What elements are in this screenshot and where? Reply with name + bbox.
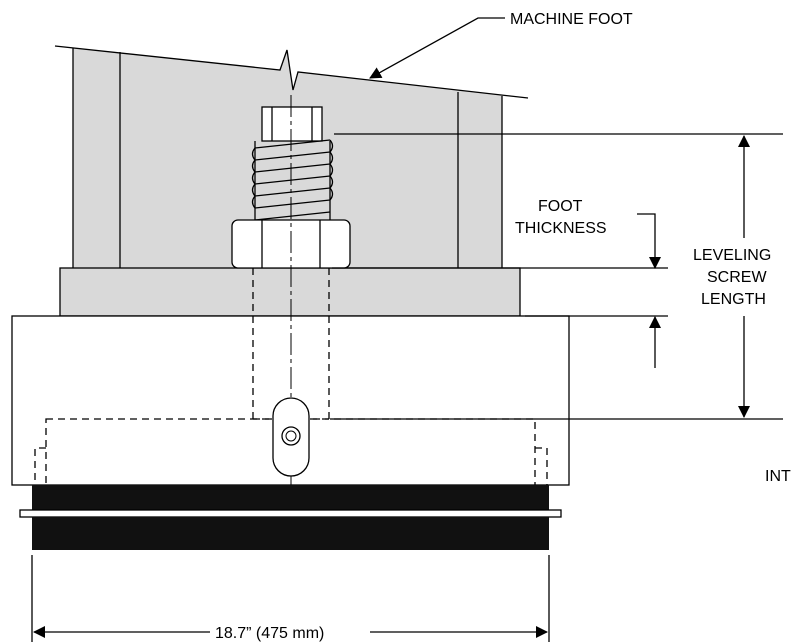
base-plate bbox=[59, 267, 521, 317]
leveling-label-line1: LEVELING bbox=[693, 247, 771, 264]
machine-foot-label: MACHINE FOOT bbox=[510, 11, 633, 28]
width-dimension bbox=[31, 555, 550, 642]
foot-thickness-label-line2: THICKNESS bbox=[515, 220, 607, 237]
leveling-screw-length-dimension bbox=[330, 133, 783, 420]
lower-pad bbox=[32, 517, 549, 550]
leveling-label-line3: LENGTH bbox=[701, 291, 766, 308]
pivot-slot bbox=[272, 397, 310, 477]
foot-thickness-label-line1: FOOT bbox=[538, 198, 583, 215]
middle-plate bbox=[19, 509, 562, 518]
width-dimension-label: 18.7” (475 mm) bbox=[215, 625, 324, 642]
int-label: INT bbox=[765, 468, 791, 485]
foot-thickness-dimension bbox=[332, 213, 668, 368]
machine-foot-leader bbox=[369, 17, 505, 79]
leveling-label-line2: SCREW bbox=[707, 269, 767, 286]
leveling-screw bbox=[251, 106, 334, 222]
upper-pad bbox=[32, 485, 549, 510]
